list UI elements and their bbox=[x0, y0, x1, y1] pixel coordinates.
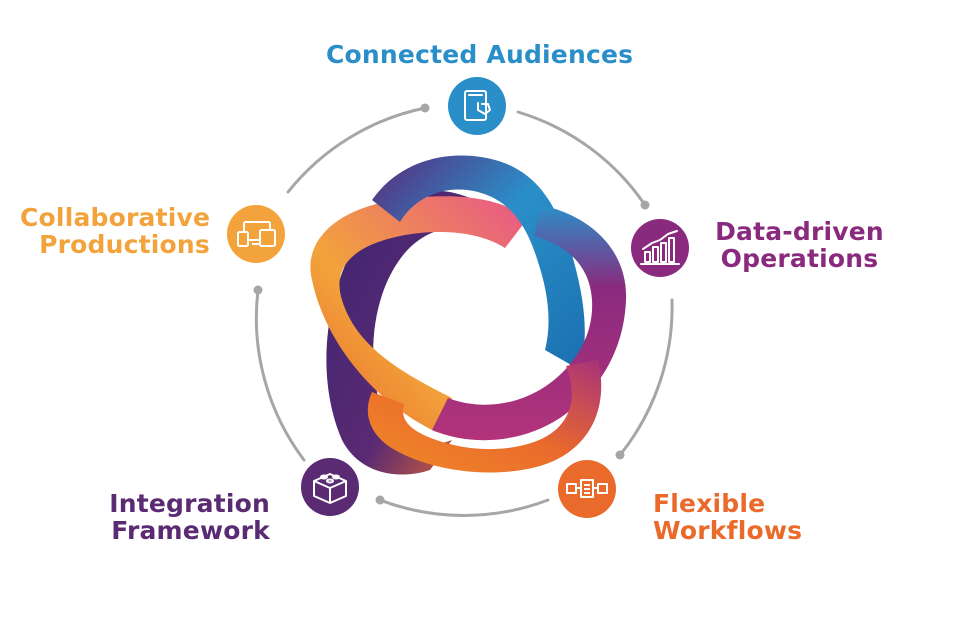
ring-dot bbox=[615, 450, 625, 460]
ring-arc-left bbox=[254, 288, 306, 462]
label-flexible-workflows: Flexible Workflows bbox=[653, 490, 813, 544]
ring-arc-bottom bbox=[378, 498, 550, 517]
label-line: Integration bbox=[109, 489, 270, 518]
ring-dots bbox=[253, 103, 650, 505]
label-line: Workflows bbox=[653, 516, 803, 545]
label-integration-framework: Integration Framework bbox=[100, 490, 270, 544]
ribbon-amber bbox=[310, 196, 528, 432]
node-connected-audiences bbox=[448, 77, 506, 135]
label-connected-audiences: Connected Audiences bbox=[326, 40, 634, 69]
label-collaborative-productions: Collaborative Productions bbox=[20, 204, 210, 258]
label-data-driven-operations: Data-driven Operations bbox=[712, 218, 887, 272]
ring-dot bbox=[375, 495, 385, 505]
node-flexible-workflows bbox=[558, 460, 616, 518]
node-collaborative-productions bbox=[227, 205, 285, 263]
multi-device-icon bbox=[237, 221, 276, 247]
label-line: Collaborative bbox=[20, 203, 211, 232]
node-data-driven-operations bbox=[631, 219, 689, 277]
workflow-icon bbox=[566, 479, 608, 498]
node-integration-framework bbox=[301, 458, 359, 516]
ring-arc-top-left bbox=[286, 106, 427, 194]
ring-dot bbox=[253, 285, 263, 295]
label-line: Data-driven bbox=[715, 217, 884, 246]
label-line: Flexible bbox=[653, 489, 766, 518]
label-line: Operations bbox=[720, 244, 879, 273]
ring-arcs bbox=[254, 106, 674, 517]
collaborative-productions-circle bbox=[227, 205, 285, 263]
ribbon-dark-purple bbox=[326, 190, 480, 475]
tablet-touch-icon bbox=[464, 90, 491, 121]
bar-chart-icon bbox=[640, 230, 680, 265]
ribbon-orange bbox=[367, 360, 602, 473]
ribbon-blue bbox=[372, 155, 585, 370]
ring-dot bbox=[640, 200, 650, 210]
label-line: Framework bbox=[111, 516, 270, 545]
ring-dot bbox=[420, 103, 430, 113]
ribbon-knot bbox=[310, 155, 627, 475]
building-block-icon bbox=[313, 473, 347, 504]
ring-arc-right bbox=[618, 298, 674, 457]
label-line: Productions bbox=[39, 230, 210, 259]
label-line: Connected Audiences bbox=[326, 40, 634, 69]
ring-arc-top-right bbox=[516, 110, 647, 207]
